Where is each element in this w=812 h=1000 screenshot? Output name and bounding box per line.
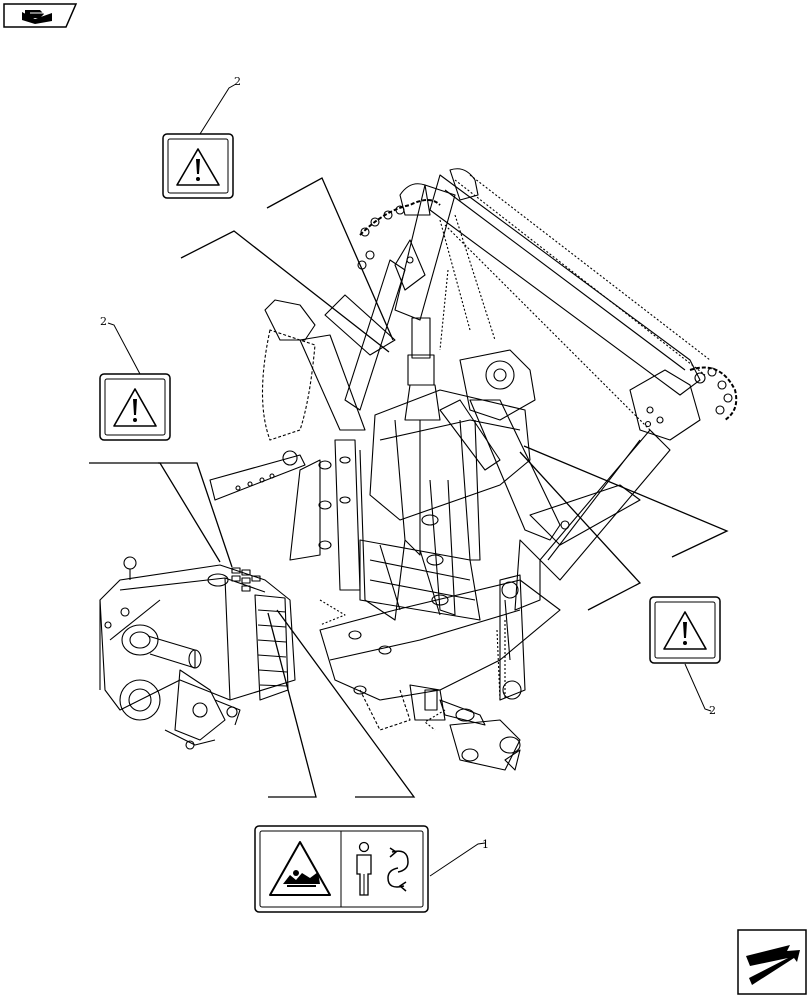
- warning-triangle-icon: [176, 148, 220, 186]
- callout-leaders: [107, 83, 712, 877]
- warning-decal-right: [649, 596, 721, 664]
- warning-decal-left: [99, 373, 171, 441]
- callout-2-top: 2: [234, 75, 241, 88]
- book-nav-button[interactable]: [3, 3, 78, 28]
- book-arrow-icon: [22, 9, 52, 24]
- next-page-arrow-icon: [746, 945, 800, 985]
- warning-triangle-icon: [113, 388, 157, 427]
- warning-decal-top: [162, 133, 234, 199]
- three-point-hitch-drawing: [99, 168, 738, 771]
- person-icon: [356, 841, 372, 896]
- callout-2-right: 2: [709, 704, 716, 717]
- crush-hazard-decal: [254, 825, 429, 913]
- callout-2-left: 2: [100, 315, 107, 328]
- rotation-arrows-icon: [387, 847, 409, 892]
- warning-triangle-icon: [663, 611, 707, 650]
- crush-hazard-icon: [269, 841, 331, 896]
- leader-lines: [89, 177, 729, 798]
- callout-1-bottom: 1: [482, 838, 489, 851]
- next-page-button[interactable]: [737, 929, 807, 995]
